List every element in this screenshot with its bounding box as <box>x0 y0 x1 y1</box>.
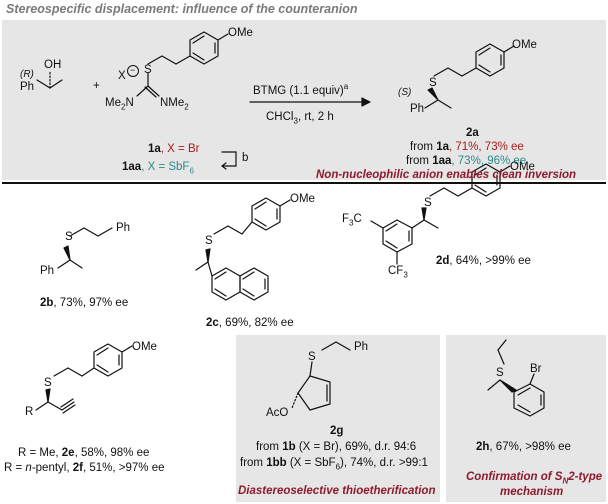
product-2a-from-1aa: from 1aa, 73%, 96% ee <box>406 155 527 167</box>
product-2c-structure <box>195 197 291 301</box>
panel-2g <box>236 335 440 502</box>
counteranion-label: X− <box>118 65 139 83</box>
product-2h-s-label: S <box>496 367 504 379</box>
product-ph-label: Ph <box>410 103 425 115</box>
product-2d-s-label: S <box>424 197 432 209</box>
product-2e-s-label: S <box>44 377 52 389</box>
product-2h-br-label: Br <box>530 363 542 375</box>
product-2h-structure <box>487 339 545 417</box>
product-2b-caption: 2b, 73%, 97% ee <box>40 297 129 309</box>
product-2g-aco-label: AcO <box>266 407 289 419</box>
plus-sign: + <box>93 80 100 92</box>
product-2h-caption: 2h, 67%, >98% ee <box>476 441 571 453</box>
product-2g-line1: from 1b (X = Br), 69%, d.r. 94:6 <box>256 441 417 453</box>
alcohol-oh-label: OH <box>44 59 62 71</box>
product-2b-ph-label: Ph <box>40 265 55 277</box>
conclusion-note: Non-nucleophilic anion enables clean inv… <box>316 169 577 181</box>
product-2c-ome-label: OMe <box>290 193 315 205</box>
product-2g-ph-label: Ph <box>354 341 369 353</box>
scheme-heading: Stereospecific displacement: influence o… <box>6 2 358 16</box>
product-2d-cf3-left: F3C <box>342 213 362 228</box>
product-2g-id: 2g <box>330 425 344 437</box>
product-2g-s-label: S <box>308 351 316 363</box>
alcohol-ph-label: Ph <box>20 81 35 93</box>
reagent-s-label: S <box>144 64 152 76</box>
product-2g-line2: from 1bb (X = SbF6), 74%, d.r. >99:1 <box>240 457 428 472</box>
alcohol-structure <box>36 71 63 89</box>
product-2b-ph-chain: Ph <box>116 222 131 234</box>
product-2h-highlight-line1: Confirmation of SN2-type <box>466 471 603 486</box>
product-2d-ome-label: OMe <box>510 161 535 173</box>
reagent-1a-line: 1a, X = Br <box>148 143 200 155</box>
anion-exchange-arrow <box>221 151 237 170</box>
conditions-bottom: CHCl3, rt, 2 h <box>266 111 334 126</box>
alcohol-config-label: (R) <box>20 69 34 80</box>
panel-2h <box>446 335 606 502</box>
product-2d-cf3-bottom: CF3 <box>388 265 408 280</box>
product-2d-structure <box>370 163 511 265</box>
product-2e-ome-label: OMe <box>132 341 157 353</box>
reagent-structure <box>136 31 229 98</box>
product-2e-2f-structure <box>35 343 133 414</box>
conditions-top: BTMG (1.1 equiv)a <box>253 82 349 97</box>
product-2b-s-label: S <box>65 231 73 243</box>
product-2c-s-label: S <box>205 235 213 247</box>
product-s-label: S <box>429 77 437 89</box>
reagent-nme2-left: Me2N <box>105 97 134 112</box>
reaction-arrow <box>249 97 371 107</box>
product-2a-id: 2a <box>466 127 479 139</box>
reagent-1aa-line: 1aa, X = SbF6 <box>122 161 194 176</box>
product-2a-from-1a: from 1a, 71%, 73% ee <box>410 141 524 153</box>
product-2g-structure <box>291 341 351 411</box>
product-2d-caption: 2d, 64%, >99% ee <box>436 255 531 267</box>
reagent-nme2-right: NMe2 <box>160 97 189 112</box>
product-2e-caption: R = Me, 2e, 58%, 98% ee <box>18 447 150 459</box>
product-config-label: (S) <box>398 87 412 98</box>
product-2c-caption: 2c, 69%, 82% ee <box>206 317 294 329</box>
reagent-ome-label: OMe <box>228 27 253 39</box>
section-divider <box>2 182 606 184</box>
product-2h-highlight-line2: mechanism <box>500 486 564 498</box>
product-2a-structure <box>424 43 515 109</box>
counterion-study-panel <box>2 20 606 180</box>
product-2b-structure <box>57 227 113 269</box>
product-2e-r-label: R <box>25 406 34 418</box>
product-ome-label: OMe <box>512 39 537 51</box>
product-2f-caption: R = n-pentyl, 2f, 51%, >97% ee <box>4 462 165 474</box>
exchange-label-b: b <box>242 152 249 164</box>
product-2g-highlight: Diastereoselective thioetherification <box>238 485 436 497</box>
